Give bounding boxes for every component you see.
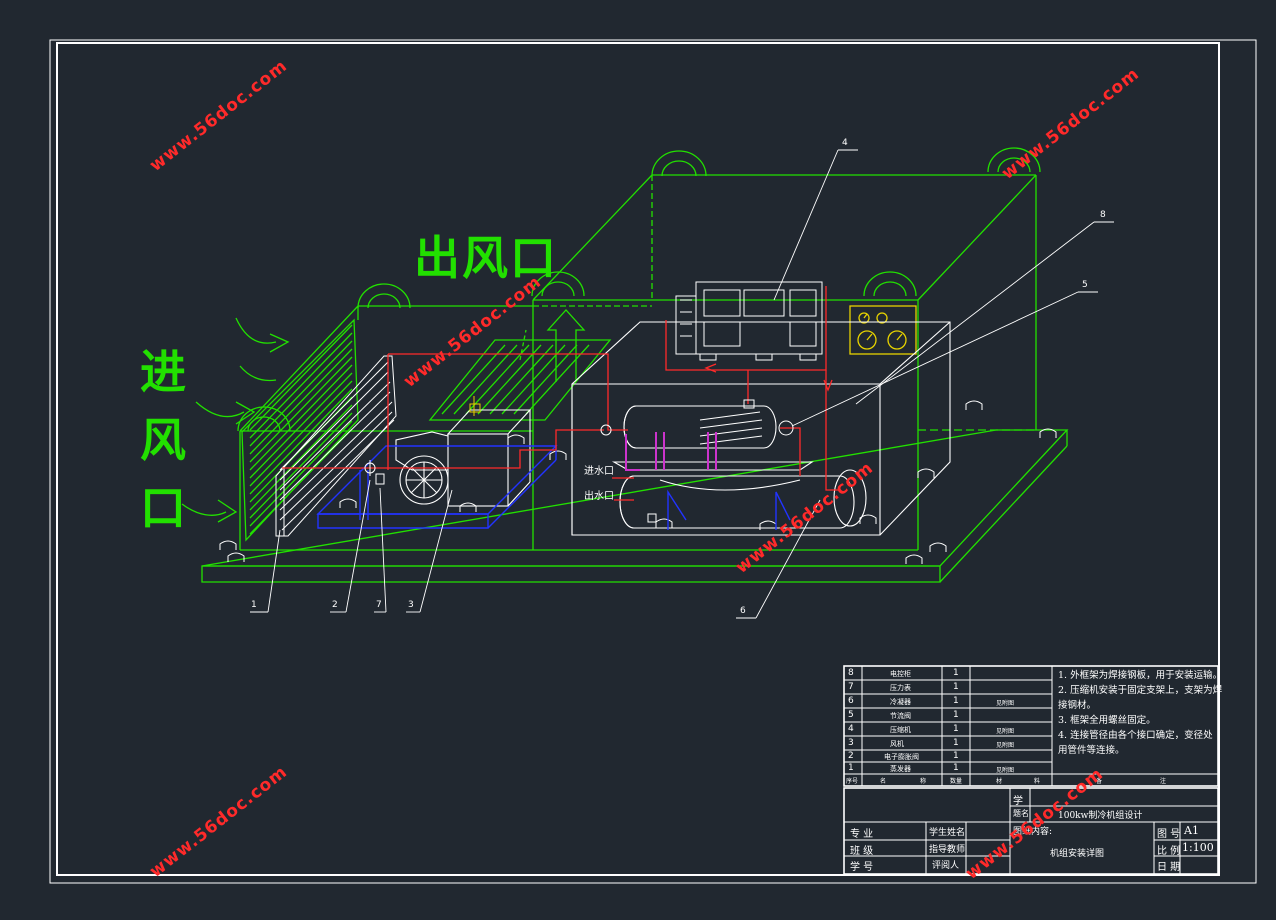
inner-border (56, 42, 1220, 876)
water-in-label: 进水口 (584, 466, 614, 477)
class-label: 班 级 (850, 846, 874, 857)
magenta-supports (625, 432, 717, 471)
student-label: 学生姓名 (929, 828, 966, 838)
outlet-label: 出风口 (414, 231, 558, 285)
inlet-label-char-3: 口 (140, 481, 186, 535)
content-label: 图纸内容: (1013, 827, 1053, 837)
yellow-fittings (469, 396, 481, 416)
note-line: 接钢材。 (1058, 700, 1097, 711)
inlet-label-char-2: 风 (140, 413, 186, 467)
note-line: 2. 压缩机安装于固定支架上，支架为焊 (1058, 685, 1223, 696)
leader-number-8: 8 (1100, 210, 1106, 220)
blue-rails (316, 445, 791, 530)
valves (364, 399, 794, 523)
leader-number-6: 6 (740, 606, 746, 616)
note-line: 用管件等连接。 (1058, 745, 1125, 756)
frame-structure (181, 147, 1069, 583)
title-block-grid (843, 787, 1219, 875)
leader-number-1: 1 (251, 600, 257, 610)
note-line: 4. 连接管径由各个接口确定，变径处 (1058, 730, 1213, 741)
drawing-no-value: A1 (1184, 824, 1199, 837)
note-line: 1. 外框架为焊接钢板，用于安装运输。 (1058, 670, 1223, 681)
base-plate-front (201, 565, 941, 583)
scale-value: 1:100 (1182, 841, 1214, 854)
inlet-label-char-1: 进 (140, 345, 186, 399)
number-label: 学 号 (850, 862, 874, 873)
advisor-label: 指导教师 (929, 845, 966, 855)
leader-lines (250, 149, 1114, 619)
equipment-box (571, 321, 951, 536)
technical-notes: 1. 外框架为焊接钢板，用于安装运输。 2. 压缩机安装于固定支架上，支架为焊 … (1058, 668, 1223, 758)
reviewer-label: 评阅人 (932, 861, 960, 871)
leader-number-3: 3 (408, 600, 414, 610)
red-piping (282, 286, 840, 501)
compressor (675, 281, 823, 361)
major-label: 专 业 (850, 829, 874, 840)
evaporator-coil (275, 355, 397, 537)
topic-sub: 题名 (1013, 809, 1029, 818)
note-line: 3. 框架全用螺丝固定。 (1058, 715, 1156, 726)
leader-number-4: 4 (842, 138, 848, 148)
leader-number-5: 5 (1082, 280, 1088, 290)
water-out-label: 出水口 (584, 491, 614, 502)
leader-number-7: 7 (376, 600, 382, 610)
content-value: 机组安装详图 (1050, 849, 1105, 859)
topic-label: 学 (1013, 796, 1023, 807)
topic-value: 100kw制冷机组设计 (1058, 811, 1143, 821)
scale-label: 比 例 (1157, 846, 1181, 857)
leader-number-2: 2 (332, 600, 338, 610)
date-label: 日 期 (1157, 862, 1181, 873)
drawing-no-label: 图 号 (1157, 829, 1181, 840)
outer-border (49, 39, 1257, 884)
parts-table-grid (843, 665, 1219, 787)
